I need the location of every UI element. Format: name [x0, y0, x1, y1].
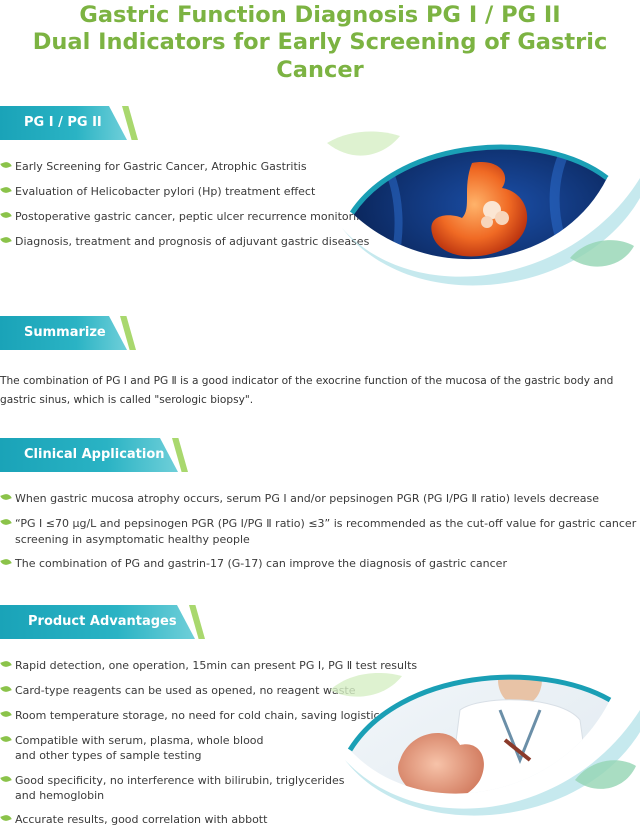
- list-item-continued: and other types of sample testing: [15, 749, 202, 762]
- leaf-bullet-icon: [0, 774, 12, 784]
- list-item: “PG Ⅰ ≤70 μg/L and pepsinogen PGR (PG Ⅰ/…: [0, 516, 636, 531]
- list-item: Diagnosis, treatment and prognosis of ad…: [0, 234, 369, 249]
- leaf-bullet-icon: [0, 659, 12, 669]
- leaf-bullet-icon: [0, 210, 12, 220]
- list-item: Early Screening for Gastric Cancer, Atro…: [0, 159, 307, 174]
- list-item: Evaluation of Helicobacter pylori (Hp) t…: [0, 184, 315, 199]
- banner-stripe: [122, 106, 138, 140]
- list-item: Good specificity, no interference with b…: [0, 773, 345, 788]
- list-item-continued: and hemoglobin: [15, 789, 105, 802]
- doctor-holding-stomach-illustration: [330, 672, 640, 816]
- list-item-continued: screening in asymptomatic healthy people: [15, 533, 250, 546]
- leaf-bullet-icon: [0, 734, 12, 744]
- leaf-bullet-icon: [0, 517, 12, 527]
- list-item: Room temperature storage, no need for co…: [0, 708, 417, 723]
- leaf-bullet-icon: [0, 185, 12, 195]
- page-title-line1: Gastric Function Diagnosis PG I / PG II: [79, 2, 561, 28]
- banner-bar: [0, 438, 178, 472]
- list-item: The combination of PG and gastrin-17 (G-…: [0, 556, 507, 571]
- section-heading: Summarize: [24, 325, 106, 340]
- page-title-line2: Dual Indicators for Early Screening of G…: [32, 29, 608, 83]
- leaf-bullet-icon: [0, 813, 12, 823]
- section-heading: Clinical Application: [24, 447, 165, 462]
- list-item: Accurate results, good correlation with …: [0, 812, 267, 827]
- stomach-anatomy-illustration: [327, 131, 640, 286]
- list-item: Compatible with serum, plasma, whole blo…: [0, 733, 264, 748]
- list-item: Rapid detection, one operation, 15min ca…: [0, 658, 417, 673]
- list-item: Postoperative gastric cancer, peptic ulc…: [0, 209, 370, 224]
- leaf-bullet-icon: [0, 160, 12, 170]
- leaf-bullet-icon: [0, 557, 12, 567]
- list-item: When gastric mucosa atrophy occurs, seru…: [0, 491, 599, 506]
- banner-bar: [0, 106, 127, 140]
- leaf-bullet-icon: [0, 235, 12, 245]
- summary-paragraph: The combination of PG Ⅰ and PG Ⅱ is a go…: [0, 375, 614, 406]
- list-item: Card-type reagents can be used as opened…: [0, 683, 356, 698]
- section-heading: PG I / PG II: [24, 115, 102, 130]
- banner-bar: [0, 316, 127, 350]
- banner-bar: [0, 605, 195, 639]
- section-heading: Product Advantages: [28, 614, 177, 629]
- leaf-bullet-icon: [0, 709, 12, 719]
- leaf-bullet-icon: [0, 684, 12, 694]
- leaf-bullet-icon: [0, 492, 12, 502]
